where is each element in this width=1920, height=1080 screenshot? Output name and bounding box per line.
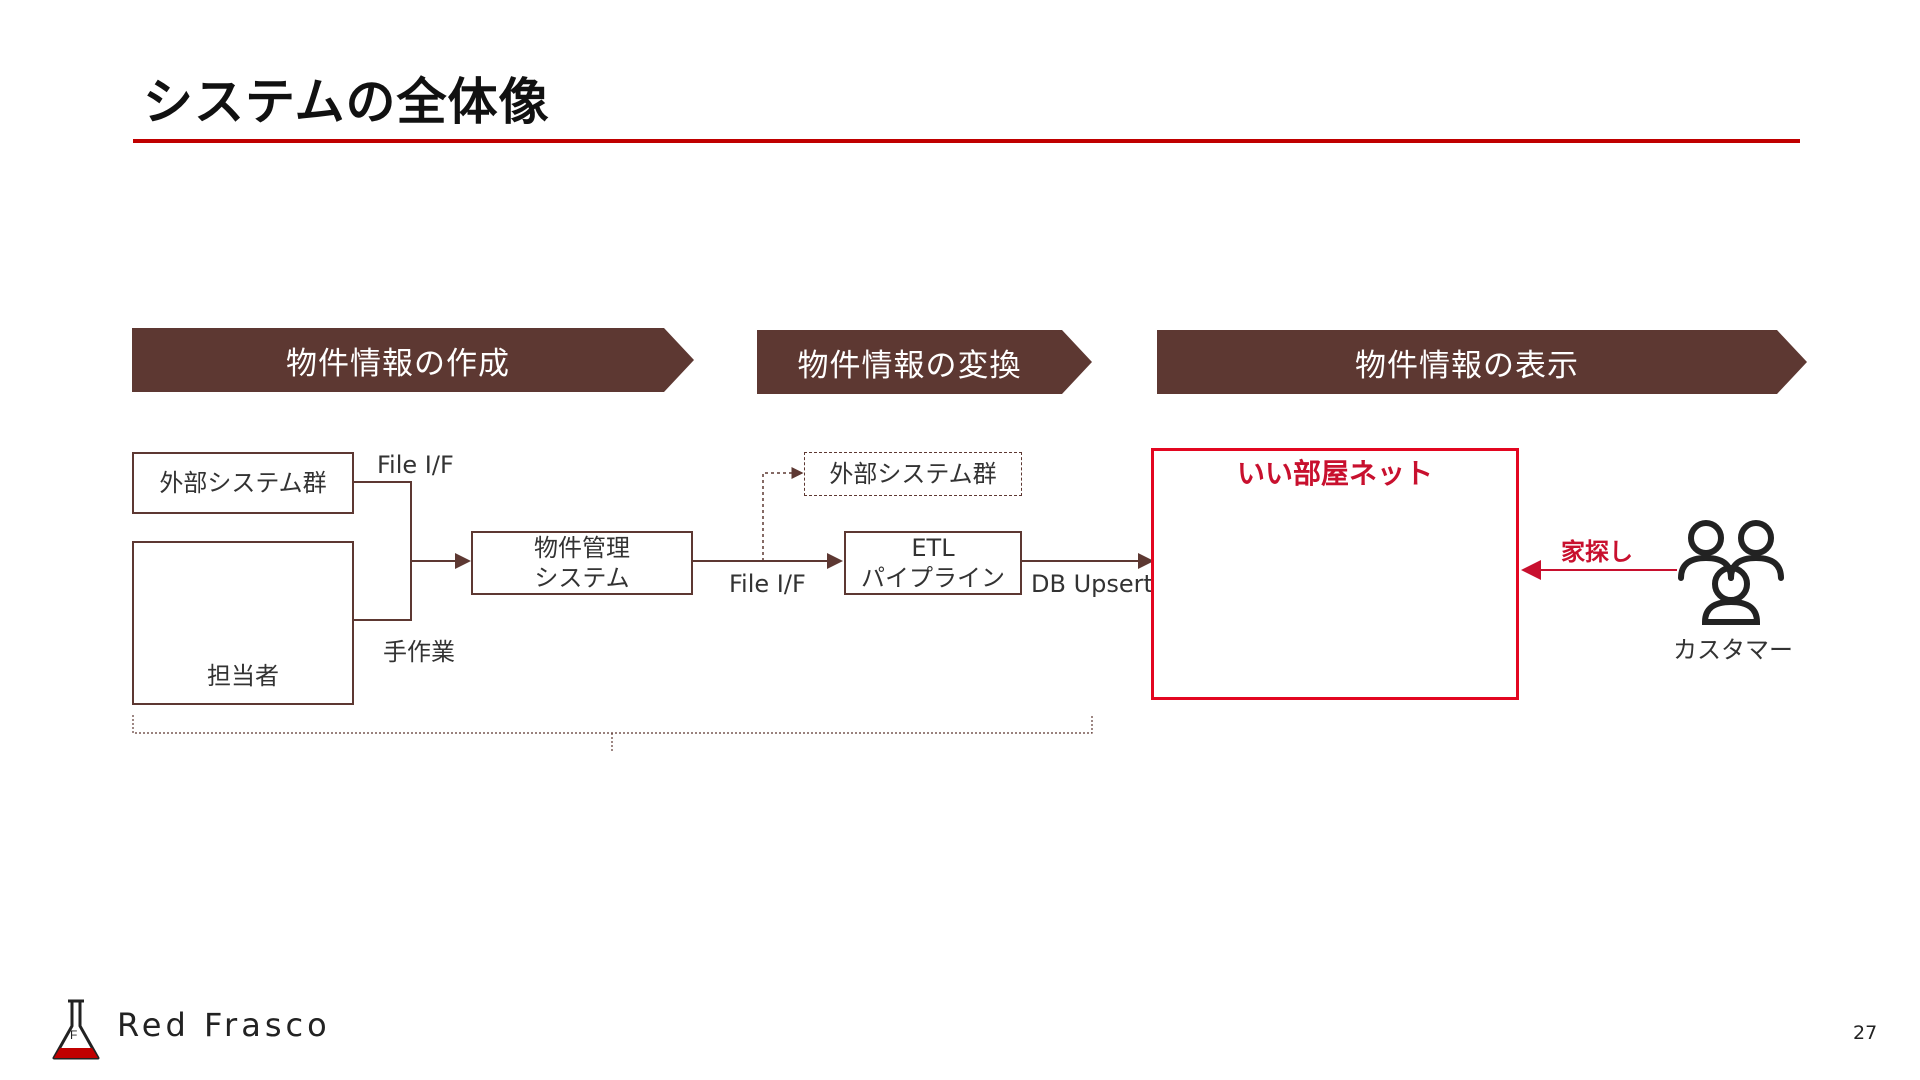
merge-connector <box>353 482 411 620</box>
customer-label: カスタマー <box>1673 630 1793 665</box>
staff-label: 担当者 <box>207 661 279 691</box>
flask-logo-icon: F <box>54 1001 98 1058</box>
etl-line1: ETL <box>911 533 954 563</box>
company-logo-text: Red Frasco <box>117 1006 331 1044</box>
arrow-to-external-systems-right <box>763 473 802 561</box>
etl-line2: パイプライン <box>861 563 1005 593</box>
external-systems-left-label: 外部システム群 <box>159 468 326 498</box>
svg-text:F: F <box>70 1028 77 1042</box>
phase-bracket <box>133 715 1092 733</box>
customer-group-icon <box>1681 523 1781 622</box>
manual-work-label: 手作業 <box>383 632 455 667</box>
house-search-label: 家探し <box>1561 532 1633 567</box>
file-if-mid-label: File I/F <box>729 570 806 598</box>
external-systems-right-label: 外部システム群 <box>829 459 996 489</box>
external-systems-right-box: 外部システム群 <box>804 452 1022 496</box>
property-system-box: 物件管理 システム <box>471 531 693 595</box>
page-number: 27 <box>1853 1022 1877 1044</box>
file-if-top-label: File I/F <box>377 451 454 479</box>
db-upsert-label: DB Upsert <box>1031 570 1153 598</box>
property-system-line2: システム <box>534 563 629 593</box>
property-system-line1: 物件管理 <box>534 533 630 563</box>
staff-box: 担当者 <box>132 541 354 705</box>
etl-pipeline-box: ETL パイプライン <box>844 531 1022 595</box>
external-systems-left-box: 外部システム群 <box>132 452 354 514</box>
website-title: いい部屋ネット <box>1151 452 1519 492</box>
